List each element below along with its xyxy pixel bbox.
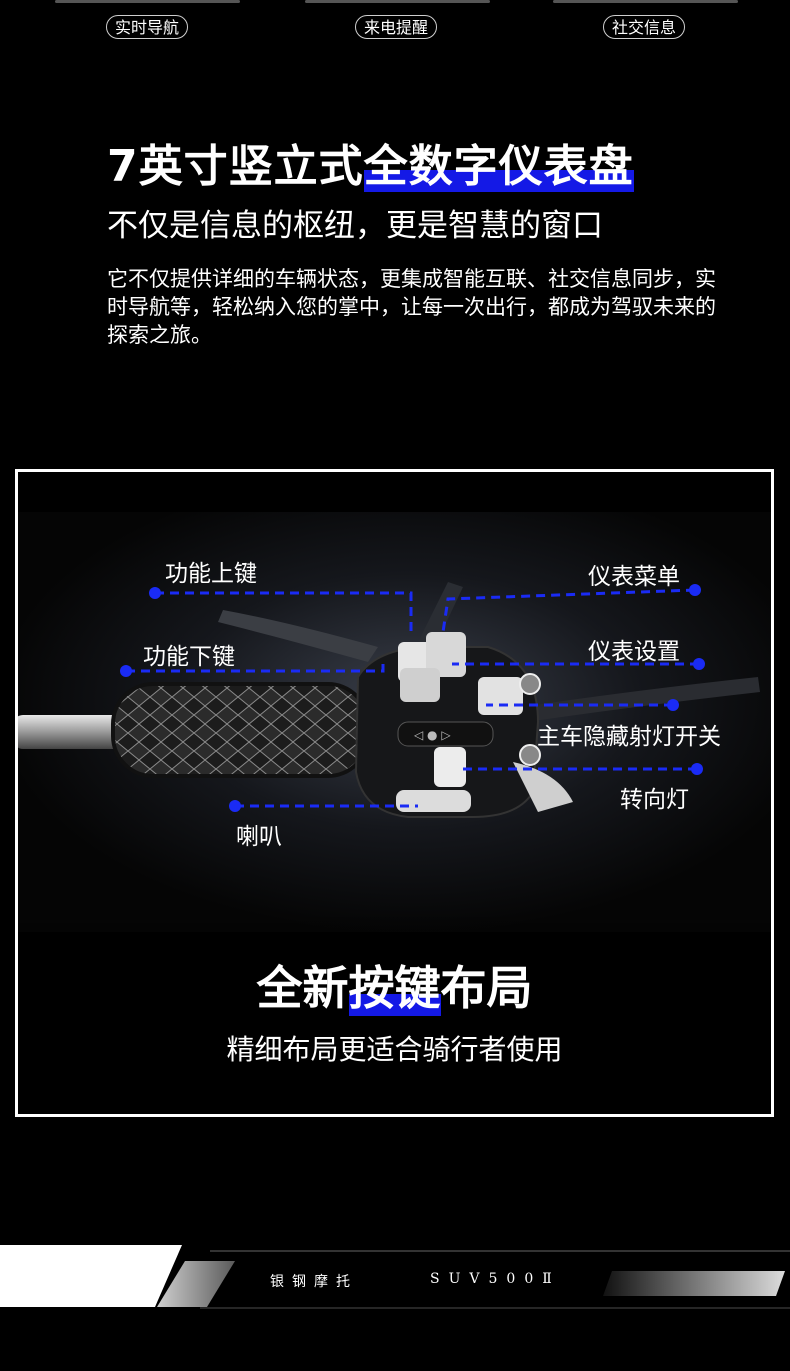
svg-text:◁ ● ▷: ◁ ● ▷ <box>413 728 451 742</box>
callout-function-up-key: 功能上键 <box>165 561 257 587</box>
footer-model: SUV500Ⅱ <box>430 1271 561 1287</box>
headline-highlight: 全数字仪表盘 <box>363 130 634 194</box>
headline-part: 7英寸竖立式 <box>107 141 364 192</box>
button-layout-panel: ◁ ● ▷ 功能上键 功能下键 喇叭 仪表菜单 仪表设置 主 <box>15 469 774 1117</box>
footer-brand: 银钢摩托 <box>270 1274 358 1290</box>
button-layout-subtitle: 精细布局更适合骑行者使用 <box>226 1033 563 1066</box>
callout-function-down-key: 功能下键 <box>143 644 235 670</box>
button-layout-title: 全新按键布局 <box>18 952 771 1018</box>
callout-dashboard-menu: 仪表菜单 <box>588 564 680 590</box>
tag-call-reminder: 来电提醒 <box>355 15 438 39</box>
headline: 7英寸竖立式全数字仪表盘 <box>107 130 634 194</box>
footer-banner <box>0 1245 790 1309</box>
subheadline: 不仅是信息的枢纽，更是智慧的窗口 <box>107 208 603 244</box>
tag-top-line <box>305 0 490 3</box>
tag-top-line <box>553 0 738 3</box>
description-text: 它不仅提供详细的车辆状态，更集成智能互联、社交信息同步，实时导航等，轻松纳入您的… <box>107 267 716 347</box>
button-title-highlight: 按键 <box>348 952 441 1018</box>
tag-social-info: 社交信息 <box>603 15 686 39</box>
tag-top-line <box>55 0 240 3</box>
callout-horn: 喇叭 <box>236 824 282 850</box>
handlebar-illustration: ◁ ● ▷ <box>18 472 771 1114</box>
tag-realtime-navigation: 实时导航 <box>106 15 189 39</box>
callout-hidden-spotlight-switch: 主车隐藏射灯开关 <box>537 724 721 750</box>
callout-turn-signal: 转向灯 <box>620 787 689 813</box>
button-title-part: 全新 <box>256 961 349 1015</box>
button-title-part: 布局 <box>440 961 533 1015</box>
callout-dashboard-settings: 仪表设置 <box>588 639 680 665</box>
